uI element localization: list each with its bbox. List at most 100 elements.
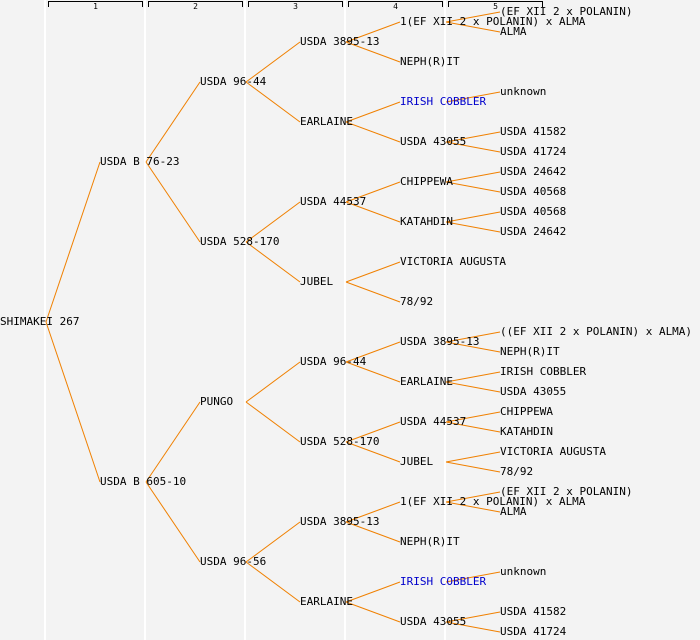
- ancestor-gen-3: EARLAINE: [300, 595, 353, 608]
- pedigree-connector: [445, 461, 501, 473]
- ancestor-gen-3: USDA 3895-13: [300, 515, 380, 528]
- generation-header-bracket: [248, 1, 343, 7]
- pedigree-connector: [345, 261, 401, 283]
- pedigree-connector: [445, 411, 501, 423]
- ancestor-gen-3: USDA 528-170: [300, 435, 380, 448]
- pedigree-connector: [45, 161, 101, 323]
- pedigree-connector: [345, 521, 401, 543]
- pedigree-connector: [345, 501, 401, 523]
- ancestor-gen-4: 1(EF XII 2 x POLANIN) x ALMA: [400, 495, 586, 508]
- pedigree-connector: [345, 101, 401, 123]
- generation-header-bracket: [348, 1, 443, 7]
- ancestor-gen-4: USDA 3895-13: [400, 335, 480, 348]
- ancestor-gen-2: USDA 528-170: [200, 235, 280, 248]
- pedigree-connector: [145, 81, 201, 163]
- pedigree-connector: [345, 341, 401, 363]
- ancestor-gen-5: (EF XII 2 x POLANIN): [500, 485, 633, 498]
- ancestor-gen-5: USDA 41724: [500, 625, 567, 638]
- ancestor-gen-5: USDA 40568: [500, 185, 567, 198]
- column-separator: [144, 0, 146, 640]
- pedigree-connector: [445, 11, 501, 23]
- pedigree-connector: [345, 121, 401, 143]
- ancestor-gen-3: USDA 96-44: [300, 355, 367, 368]
- pedigree-connector: [245, 41, 301, 83]
- ancestor-gen-4: CHIPPEWA: [400, 175, 453, 188]
- ancestor-gen-5: CHIPPEWA: [500, 405, 553, 418]
- generation-header-bracket: [48, 1, 143, 7]
- ancestor-gen-5: KATAHDIN: [500, 425, 553, 438]
- pedigree-connector: [445, 491, 501, 503]
- pedigree-connector: [445, 21, 501, 33]
- ancestor-gen-4: JUBEL: [400, 455, 434, 468]
- ancestor-gen-4: NEPH(R)IT: [400, 55, 460, 68]
- ancestor-gen-4: 78/92: [400, 295, 434, 308]
- pedigree-connector: [245, 241, 301, 283]
- pedigree-connector: [45, 321, 101, 483]
- pedigree-connector: [345, 581, 401, 603]
- pedigree-connector: [345, 181, 401, 203]
- ancestor-gen-4: NEPH(R)IT: [400, 535, 460, 548]
- ancestor-gen-1: USDA B 76-23: [100, 155, 180, 168]
- pedigree-connector: [445, 451, 501, 463]
- pedigree-connector: [445, 341, 501, 353]
- pedigree-connector: [445, 621, 501, 633]
- pedigree-connector: [245, 81, 301, 123]
- generation-number: 4: [393, 2, 398, 11]
- pedigree-connector: [245, 361, 301, 403]
- pedigree-connector: [445, 331, 501, 343]
- column-separator: [444, 0, 446, 640]
- pedigree-connector: [145, 161, 201, 243]
- pedigree-connector: [445, 211, 501, 223]
- pedigree-connector: [445, 571, 501, 583]
- ancestor-gen-5: USDA 43055: [500, 385, 567, 398]
- pedigree-connector: [445, 91, 501, 103]
- column-separator: [44, 0, 46, 640]
- ancestor-gen-4: VICTORIA AUGUSTA: [400, 255, 506, 268]
- pedigree-connector: [445, 371, 501, 383]
- ancestor-gen-5: VICTORIA AUGUSTA: [500, 445, 606, 458]
- ancestor-gen-4[interactable]: IRISH COBBLER: [400, 575, 487, 588]
- pedigree-connector: [245, 201, 301, 243]
- pedigree-connector: [445, 141, 501, 153]
- pedigree-connector: [445, 421, 501, 433]
- pedigree-connector: [345, 421, 401, 443]
- pedigree-connector: [345, 21, 401, 43]
- generation-header-bracket: [448, 1, 543, 7]
- generation-number: 2: [193, 2, 198, 11]
- ancestor-gen-5: IRISH COBBLER: [500, 365, 587, 378]
- ancestor-gen-5: unknown: [500, 565, 547, 578]
- root-ancestor: SHIMAKEI 267: [0, 315, 80, 328]
- ancestor-gen-5: (EF XII 2 x POLANIN): [500, 5, 633, 18]
- ancestor-gen-3: JUBEL: [300, 275, 334, 288]
- pedigree-connector: [445, 131, 501, 143]
- pedigree-connector: [445, 221, 501, 233]
- pedigree-connector: [345, 441, 401, 463]
- ancestor-gen-5: NEPH(R)IT: [500, 345, 560, 358]
- pedigree-connector: [345, 41, 401, 63]
- ancestor-gen-4: USDA 44537: [400, 415, 467, 428]
- generation-number: 5: [493, 2, 498, 11]
- pedigree-connector: [445, 611, 501, 623]
- pedigree-connector: [345, 601, 401, 623]
- pedigree-connector: [245, 521, 301, 563]
- generation-header-bracket: [148, 1, 243, 7]
- ancestor-gen-5: USDA 40568: [500, 205, 567, 218]
- ancestor-gen-5: USDA 41724: [500, 145, 567, 158]
- pedigree-connector: [445, 501, 501, 513]
- pedigree-connector: [345, 361, 401, 383]
- pedigree-connector: [145, 401, 201, 483]
- ancestor-gen-3: EARLAINE: [300, 115, 353, 128]
- pedigree-connector: [145, 481, 201, 563]
- pedigree-connector: [245, 401, 301, 443]
- ancestor-gen-2: PUNGO: [200, 395, 234, 408]
- ancestor-gen-4[interactable]: IRISH COBBLER: [400, 95, 487, 108]
- ancestor-gen-3: USDA 3895-13: [300, 35, 380, 48]
- generation-number: 1: [93, 2, 98, 11]
- ancestor-gen-4: KATAHDIN: [400, 215, 453, 228]
- ancestor-gen-5: ALMA: [500, 25, 527, 38]
- generation-number: 3: [293, 2, 298, 11]
- ancestor-gen-5: USDA 24642: [500, 225, 567, 238]
- column-separator: [344, 0, 346, 640]
- ancestor-gen-5: ALMA: [500, 505, 527, 518]
